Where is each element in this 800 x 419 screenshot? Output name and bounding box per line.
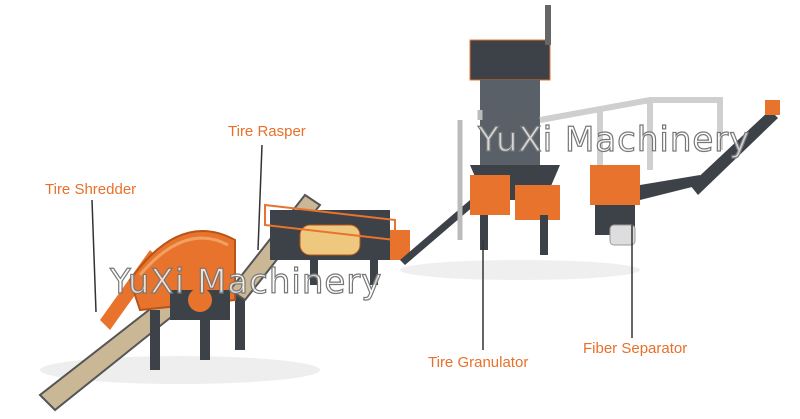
tire-rasper-machine [228,193,475,302]
label-fiber-separator: Fiber Separator [583,340,688,357]
tire-shredder-machine [38,230,245,412]
fiber-separator-machine [590,100,780,246]
label-tire-shredder: Tire Shredder [45,181,137,198]
leader-line-tire-shredder [91,199,97,313]
label-tire-rasper: Tire Rasper [228,123,306,140]
leader-line-tire-rasper [257,144,263,251]
watermark: YuXi Machinery [477,119,751,160]
watermark: YuXi Machinery [109,261,383,302]
label-tire-granulator: Tire Granulator [428,354,529,371]
shadow [400,260,640,280]
tire-granulator-machine [457,5,560,255]
